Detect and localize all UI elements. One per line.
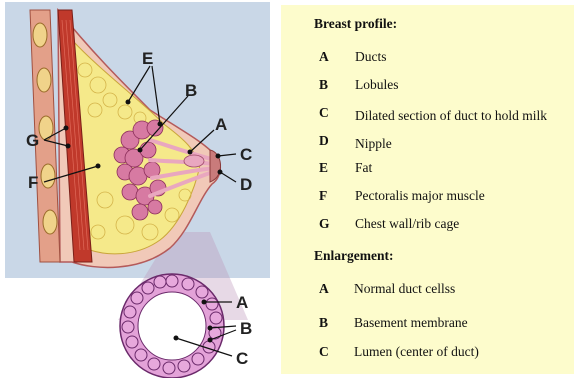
legend-letter: G [319, 216, 339, 232]
breast-profile-title: Breast profile: [314, 16, 397, 32]
legend-text: Normal duct cellss [354, 281, 455, 297]
legend-text: Ducts [355, 49, 387, 65]
legend-letter: B [319, 315, 339, 331]
enlargement-label-a: A [236, 293, 248, 312]
label-d: D [240, 175, 252, 194]
legend-text: Chest wall/rib cage [355, 216, 459, 232]
duct-enlargement [120, 274, 224, 378]
legend-letter: D [319, 133, 339, 149]
label-b: B [185, 81, 197, 100]
legend-letter: C [319, 344, 339, 360]
legend-letter: A [319, 49, 339, 65]
enlargement-title: Enlargement: [314, 248, 393, 264]
label-f: F [28, 173, 38, 192]
lumen [138, 292, 206, 360]
breast-anatomy-illustration: E B A C D G F A B C [0, 0, 280, 378]
enlargement-label-c: C [236, 349, 248, 368]
label-e: E [142, 49, 153, 68]
legend-text: Nipple [355, 136, 392, 152]
dilated-duct [184, 155, 204, 167]
legend-text: Pectoralis major muscle [355, 188, 485, 204]
legend-text: Lumen (center of duct) [354, 344, 479, 360]
legend-letter: C [319, 105, 339, 121]
label-g: G [26, 131, 39, 150]
legend-letter: E [319, 160, 339, 176]
legend-letter: A [319, 281, 339, 297]
legend-panel: Breast profile: A Ducts B Lobules C Dila… [281, 5, 574, 374]
legend-letter: F [319, 188, 339, 204]
legend-text: Dilated section of duct to hold milk [355, 108, 547, 124]
legend-letter: B [319, 77, 339, 93]
label-a: A [215, 115, 227, 134]
legend-text: Basement membrane [354, 315, 468, 331]
label-c: C [240, 145, 252, 164]
enlargement-label-b: B [240, 319, 252, 338]
legend-text: Fat [355, 160, 372, 176]
legend-text: Lobules [355, 77, 399, 93]
